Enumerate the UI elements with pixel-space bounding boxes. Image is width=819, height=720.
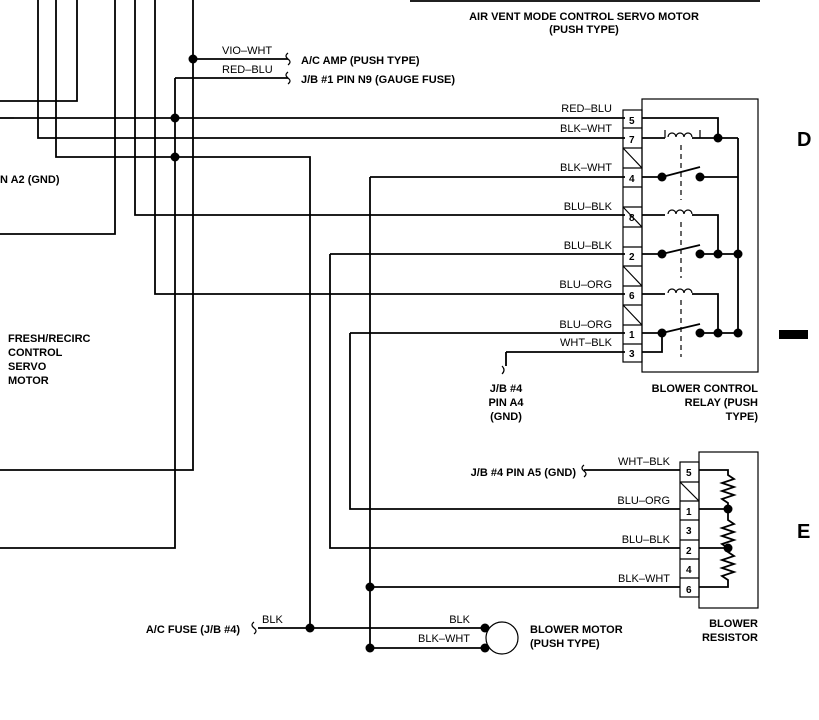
resistor-pin-numbers: 5 1 3 2 4 6 bbox=[686, 468, 692, 596]
svg-text:4: 4 bbox=[686, 565, 692, 576]
relay-wire-labels: RED–BLU BLK–WHT BLK–WHT BLU–BLK BLU–BLK … bbox=[559, 103, 612, 349]
svg-text:BLU–ORG: BLU–ORG bbox=[559, 279, 612, 291]
svg-text:RED–BLU: RED–BLU bbox=[561, 103, 612, 115]
svg-text:BLU–ORG: BLU–ORG bbox=[559, 319, 612, 331]
svg-text:2: 2 bbox=[686, 546, 692, 557]
svg-text:BLK–WHT: BLK–WHT bbox=[560, 162, 612, 174]
svg-text:3: 3 bbox=[686, 526, 692, 537]
svg-text:6: 6 bbox=[629, 291, 635, 302]
svg-text:MOTOR: MOTOR bbox=[8, 375, 49, 387]
splice-blk-wht bbox=[170, 152, 180, 162]
svg-text:BLOWER MOTOR: BLOWER MOTOR bbox=[530, 624, 623, 636]
zone-divider-mark bbox=[779, 330, 808, 339]
splice-red-blu bbox=[170, 113, 180, 123]
wire-label-red-blu-top: RED–BLU bbox=[222, 64, 273, 76]
wire-label-vio-wht: VIO–WHT bbox=[222, 45, 272, 57]
blower-control-relay bbox=[622, 98, 759, 373]
svg-text:1: 1 bbox=[629, 330, 635, 341]
svg-text:(GND): (GND) bbox=[490, 411, 522, 423]
resistor-tap-2 bbox=[723, 543, 733, 553]
svg-text:BLU–BLK: BLU–BLK bbox=[564, 240, 613, 252]
svg-text:1: 1 bbox=[686, 507, 692, 518]
relay-pin-numbers: 5 7 4 8 2 6 1 3 bbox=[629, 116, 635, 360]
resistor-wires bbox=[370, 464, 680, 588]
connector-break-gauge bbox=[285, 71, 291, 85]
relay-internal-circuit bbox=[642, 117, 739, 357]
splice-blk-wht-resistor bbox=[365, 582, 375, 592]
wire-label-fuse-blk: BLK bbox=[262, 614, 283, 626]
motor-terminal-2 bbox=[480, 643, 490, 653]
svg-text:2: 2 bbox=[629, 252, 635, 263]
svg-text:3: 3 bbox=[629, 349, 635, 360]
svg-text:7: 7 bbox=[629, 135, 635, 146]
svg-text:WHT–BLK: WHT–BLK bbox=[618, 456, 671, 468]
jb1-gauge-label: J/B #1 PIN N9 (GAUGE FUSE) bbox=[301, 74, 455, 86]
left-harness-wires bbox=[0, 0, 625, 628]
svg-text:SERVO: SERVO bbox=[8, 361, 47, 373]
svg-text:WHT–BLK: WHT–BLK bbox=[560, 337, 613, 349]
svg-text:6: 6 bbox=[686, 585, 692, 596]
ac-fuse-label: A/C FUSE (J/B #4) bbox=[146, 624, 240, 636]
motor-terminal-1 bbox=[480, 623, 490, 633]
svg-text:TYPE): TYPE) bbox=[726, 411, 759, 423]
splice-vio-wht bbox=[188, 54, 198, 64]
svg-text:BLOWER: BLOWER bbox=[709, 618, 758, 630]
blower-resistor bbox=[679, 451, 759, 609]
resistor-wire-labels: WHT–BLK BLU–ORG BLU–BLK BLK–WHT bbox=[617, 456, 670, 585]
svg-text:J/B #4: J/B #4 bbox=[490, 383, 523, 395]
svg-text:CONTROL: CONTROL bbox=[8, 347, 63, 359]
svg-text:4: 4 bbox=[629, 174, 635, 185]
blower-resistor-label: BLOWER RESISTOR bbox=[702, 618, 758, 644]
svg-text:BLU–BLK: BLU–BLK bbox=[622, 534, 671, 546]
splice-blower-motor bbox=[365, 643, 375, 653]
relay-internal-junctions bbox=[657, 133, 743, 338]
splice-ac-fuse bbox=[305, 623, 315, 633]
blower-motor-label: BLOWER MOTOR (PUSH TYPE) bbox=[530, 624, 623, 650]
svg-text:PIN A4: PIN A4 bbox=[488, 397, 524, 409]
resistor-tap-1 bbox=[723, 504, 733, 514]
relay-input-wires bbox=[329, 176, 680, 648]
ac-amp-label: A/C AMP (PUSH TYPE) bbox=[301, 55, 420, 67]
svg-text:(PUSH TYPE): (PUSH TYPE) bbox=[530, 638, 600, 650]
blower-motor-symbol bbox=[485, 621, 519, 655]
svg-text:BLOWER CONTROL: BLOWER CONTROL bbox=[652, 383, 759, 395]
wire-label-motor-blk-wht: BLK–WHT bbox=[418, 633, 470, 645]
air-vent-servo-subtitle: (PUSH TYPE) bbox=[549, 24, 619, 36]
svg-text:BLU–BLK: BLU–BLK bbox=[564, 201, 613, 213]
svg-text:FRESH/RECIRC: FRESH/RECIRC bbox=[8, 333, 91, 345]
zone-marker-d: D bbox=[797, 129, 811, 151]
fuse-and-motor-wires bbox=[251, 621, 485, 649]
svg-text:RELAY (PUSH: RELAY (PUSH bbox=[685, 397, 758, 409]
svg-text:RESISTOR: RESISTOR bbox=[702, 632, 758, 644]
svg-text:BLU–ORG: BLU–ORG bbox=[617, 495, 670, 507]
jb4-a4-gnd-label: J/B #4 PIN A4 (GND) bbox=[488, 383, 524, 423]
jb-a2-gnd-label: N A2 (GND) bbox=[0, 174, 60, 186]
wire-label-motor-blk: BLK bbox=[449, 614, 470, 626]
fresh-recirc-servo-label: FRESH/RECIRC CONTROL SERVO MOTOR bbox=[8, 333, 91, 387]
svg-text:BLK–WHT: BLK–WHT bbox=[618, 573, 670, 585]
connector-break-ac-amp bbox=[285, 52, 291, 66]
zone-marker-e: E bbox=[797, 521, 810, 543]
blower-relay-label: BLOWER CONTROL RELAY (PUSH TYPE) bbox=[652, 383, 759, 423]
air-vent-servo-title: AIR VENT MODE CONTROL SERVO MOTOR bbox=[469, 11, 699, 23]
svg-text:5: 5 bbox=[686, 468, 692, 479]
jb4-a5-gnd-label: J/B #4 PIN A5 (GND) bbox=[471, 467, 577, 479]
svg-text:8: 8 bbox=[629, 213, 635, 224]
svg-text:BLK–WHT: BLK–WHT bbox=[560, 123, 612, 135]
svg-text:5: 5 bbox=[629, 116, 635, 127]
